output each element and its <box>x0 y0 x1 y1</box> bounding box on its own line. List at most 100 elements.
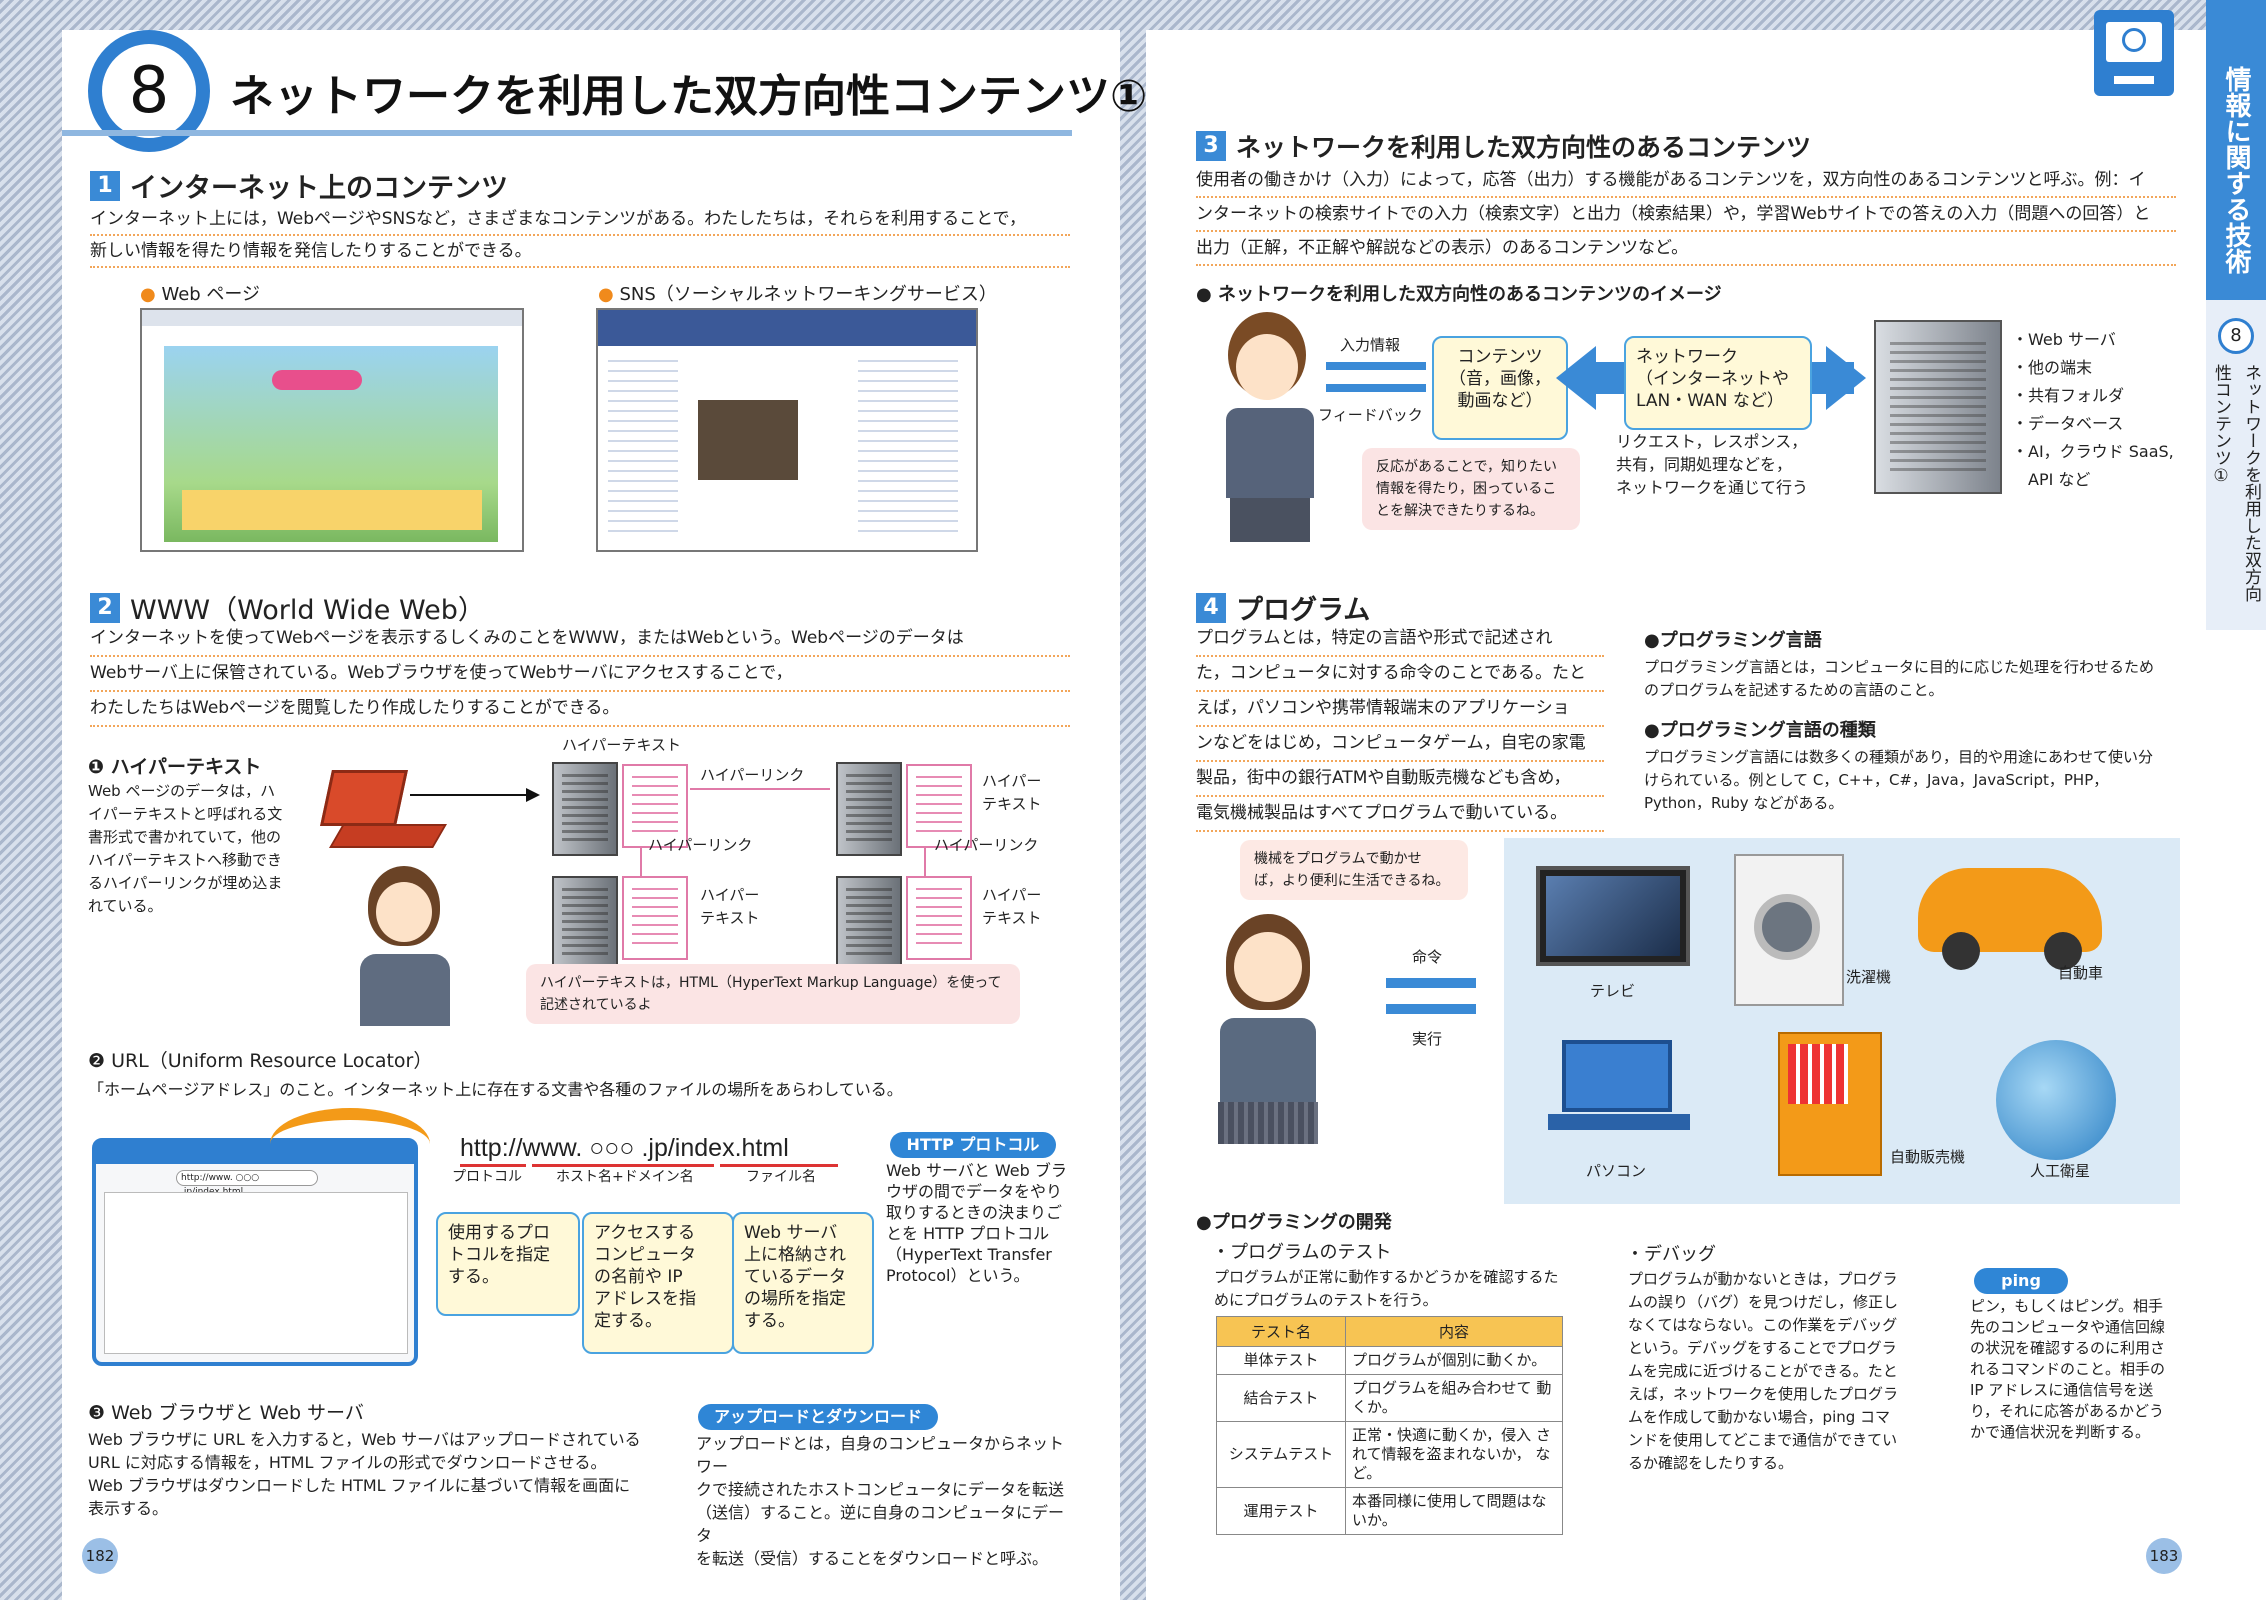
table-header-test-name: テスト名 <box>1216 1316 1346 1347</box>
url-heading: ❷ URL（Uniform Resource Locator） <box>88 1050 433 1072</box>
part-file: ファイル名 <box>746 1169 816 1185</box>
url-underline-protocol <box>460 1164 526 1167</box>
car-label: 自動車 <box>2058 964 2104 982</box>
url-text: http://www. ○○○ .jp/index.html <box>460 1134 789 1162</box>
server-icon-3 <box>552 876 618 970</box>
web-page-label: ● Web ページ <box>140 284 261 305</box>
ping-text: ピン，もしくはピング。相手 先のコンピュータや通信回線 の状況を確認するのに利用… <box>1970 1297 2166 1441</box>
tests-table: テスト名 内容 単体テスト プログラムが個別に動くか。 結合テスト プログラムを… <box>1216 1316 1563 1535</box>
section3-image-heading: ● ネットワークを利用した双方向性のあるコンテンツのイメージ <box>1196 284 1722 305</box>
girl-illustration-1 <box>340 866 470 1026</box>
hypertext-body: Web ページのデータは，ハ イパーテキストと呼ばれる文 書形式で書かれていて，… <box>88 782 283 915</box>
hypertext-doc-3 <box>622 876 688 960</box>
input-arrow <box>1326 362 1426 370</box>
sns-screenshot <box>596 308 978 552</box>
hypertext-doc-2 <box>906 764 972 848</box>
section2-text: インターネットを使ってWebページを表示するしくみのことをWWW，またはWebと… <box>90 622 1070 727</box>
browser-server-heading: ❸ Web ブラウザと Web サーバ <box>88 1402 364 1424</box>
section1-heading: 1 インターネット上のコンテンツ <box>90 166 508 205</box>
hypertext-doc-1 <box>622 764 688 848</box>
section3-callout: 反応があることで，知りたい 情報を得たり，困っているこ とを解決できたりするね。 <box>1362 448 1580 530</box>
ping-pill: ping <box>1974 1268 2068 1294</box>
url-underline-host <box>532 1164 714 1167</box>
server-list: ・Web サーバ ・他の端末 ・共有フォルダ ・データベース ・AI，クラウド … <box>2012 330 2174 489</box>
arrow-head <box>526 788 540 802</box>
girl-illustration-2 <box>1198 914 1358 1144</box>
debug-sub: ・デバッグ <box>1626 1244 1716 1265</box>
server-icon-1 <box>552 762 618 856</box>
arrow-to-server <box>410 794 530 796</box>
sns-label: ● SNS（ソーシャルネットワーキングサービス） <box>598 284 997 305</box>
double-arrow-right <box>1826 346 1866 410</box>
pc-icon <box>1562 1040 1672 1112</box>
page-number-right: 183 <box>2146 1538 2182 1574</box>
label-ht-br: ハイパー テキスト <box>982 886 1042 927</box>
input-label: 入力情報 <box>1340 336 1401 354</box>
section2-heading: 2 WWW（World Wide Web） <box>90 588 485 627</box>
label-hyperlink-2: ハイパーリンク <box>648 836 753 854</box>
hyperlink-arrow-1 <box>690 788 830 790</box>
hypertext-doc-4 <box>906 876 972 960</box>
section4-heading: 4 プログラム <box>1196 588 1370 627</box>
hyperlink-arrow-down-2 <box>924 846 926 876</box>
dev-heading: ●プログラミングの開発 <box>1196 1212 1392 1233</box>
washer-label: 洗濯機 <box>1846 968 1892 986</box>
types-heading: ●プログラミング言語の種類 <box>1644 720 1876 741</box>
section4-text: プログラムとは，特定の言語や形式で記述され た，コンピュータに対する命令のことで… <box>1196 622 1604 832</box>
monitor-icon <box>2094 10 2174 96</box>
execute-label: 実行 <box>1412 1030 1443 1048</box>
debug-text: プログラムが動かないときは，プログラ ムの誤り（バグ）を見つけだし，修正し なく… <box>1628 1270 1899 1472</box>
pc-label: パソコン <box>1586 1162 1647 1180</box>
table-row: 結合テスト プログラムを組み合わせて 動くか。 <box>1216 1374 1563 1422</box>
url-description: 「ホームページアドレス」のこと。インターネット上に存在する文書や各種のファイルの… <box>88 1080 903 1099</box>
test-sub: ・プログラムのテスト <box>1212 1242 1392 1263</box>
server-icon-4 <box>836 876 902 970</box>
side-tab-category: 情報に関する技術 <box>2206 0 2266 300</box>
table-row: 単体テスト プログラムが個別に動くか。 <box>1216 1346 1563 1375</box>
satellite-icon <box>1996 1040 2116 1160</box>
tv-label: テレビ <box>1590 982 1636 1000</box>
vending-label: 自動販売機 <box>1890 1148 1966 1166</box>
table-header-content: 内容 <box>1345 1316 1563 1347</box>
http-protocol-pill: HTTP プロトコル <box>890 1132 1056 1158</box>
tv-icon <box>1536 866 1690 966</box>
request-text: リクエスト，レスポンス， 共有，同期処理などを， ネットワークを通じて行う <box>1616 432 1809 497</box>
section1-text: インターネット上には，WebページやSNSなど，さまざまなコンテンツがある。わた… <box>90 204 1070 268</box>
laptop-icon <box>320 770 408 826</box>
box-protocol: 使用するプロ トコルを指定 する。 <box>436 1212 580 1316</box>
tests-table-wrap: テスト名 内容 単体テスト プログラムが個別に動くか。 結合テスト プログラムを… <box>1216 1316 1563 1535</box>
section3-heading: 3 ネットワークを利用した双方向性のあるコンテンツ <box>1196 128 1811 164</box>
double-arrow-left <box>1556 346 1596 410</box>
label-hyperlink-3: ハイパーリンク <box>934 836 1039 854</box>
feedback-arrow <box>1326 384 1426 392</box>
test-text: プログラムが正常に動作するかどうかを確認するた めにプログラムのテストを行う。 <box>1214 1268 1559 1309</box>
server-tower-icon <box>1874 320 2002 494</box>
box-host: アクセスする コンピュータ の名前や IP アドレスを指 定する。 <box>582 1212 734 1354</box>
label-hyperlink-1: ハイパーリンク <box>700 766 805 784</box>
web-page-screenshot <box>140 308 524 552</box>
vending-icon <box>1778 1032 1882 1176</box>
upload-download-pill: アップロードとダウンロード <box>698 1404 938 1430</box>
table-row: 運用テスト 本番同様に使用して問題はないか。 <box>1216 1487 1563 1535</box>
washer-icon <box>1734 854 1844 1006</box>
command-arrow <box>1386 978 1476 988</box>
satellite-label: 人工衛星 <box>2030 1162 2091 1180</box>
laptop-base <box>329 824 447 848</box>
side-tab-chapter: 8 ネットワークを利用した双方向性コンテンツ① <box>2206 300 2266 630</box>
hypertext-heading: ❶ ハイパーテキスト <box>88 756 262 778</box>
label-ht-right: ハイパー テキスト <box>982 772 1042 813</box>
url-arrow <box>270 1108 430 1180</box>
section3-text: 使用者の働きかけ（入力）によって，応答（出力）する機能があるコンテンツを，双方向… <box>1196 164 2176 266</box>
server-icon-2 <box>836 762 902 856</box>
part-protocol: プロトコル <box>452 1169 522 1185</box>
http-protocol-text: Web サーバと Web ブラ ウザの間でデータをやり 取りするときの決まりご … <box>886 1161 1067 1285</box>
pc-base <box>1548 1114 1690 1130</box>
box-file: Web サーバ 上に格納され ているデータ の場所を指定 する。 <box>732 1212 874 1354</box>
page-number-left: 182 <box>82 1538 118 1574</box>
upload-download-text: アップロードとは，自身のコンピュータからネットワー クで接続されたホストコンピュ… <box>696 1434 1065 1568</box>
section4-callout: 機械をプログラムで動かせ ば，より便利に生活できるね。 <box>1240 840 1468 900</box>
hyperlink-arrow-down-1 <box>640 846 642 876</box>
title-underline <box>62 130 1072 136</box>
types-text: プログラミング言語には数多くの種類があり，目的や用途にあわせて使い分 けられてい… <box>1644 748 2153 812</box>
lang-heading: ●プログラミング言語 <box>1644 630 1822 651</box>
